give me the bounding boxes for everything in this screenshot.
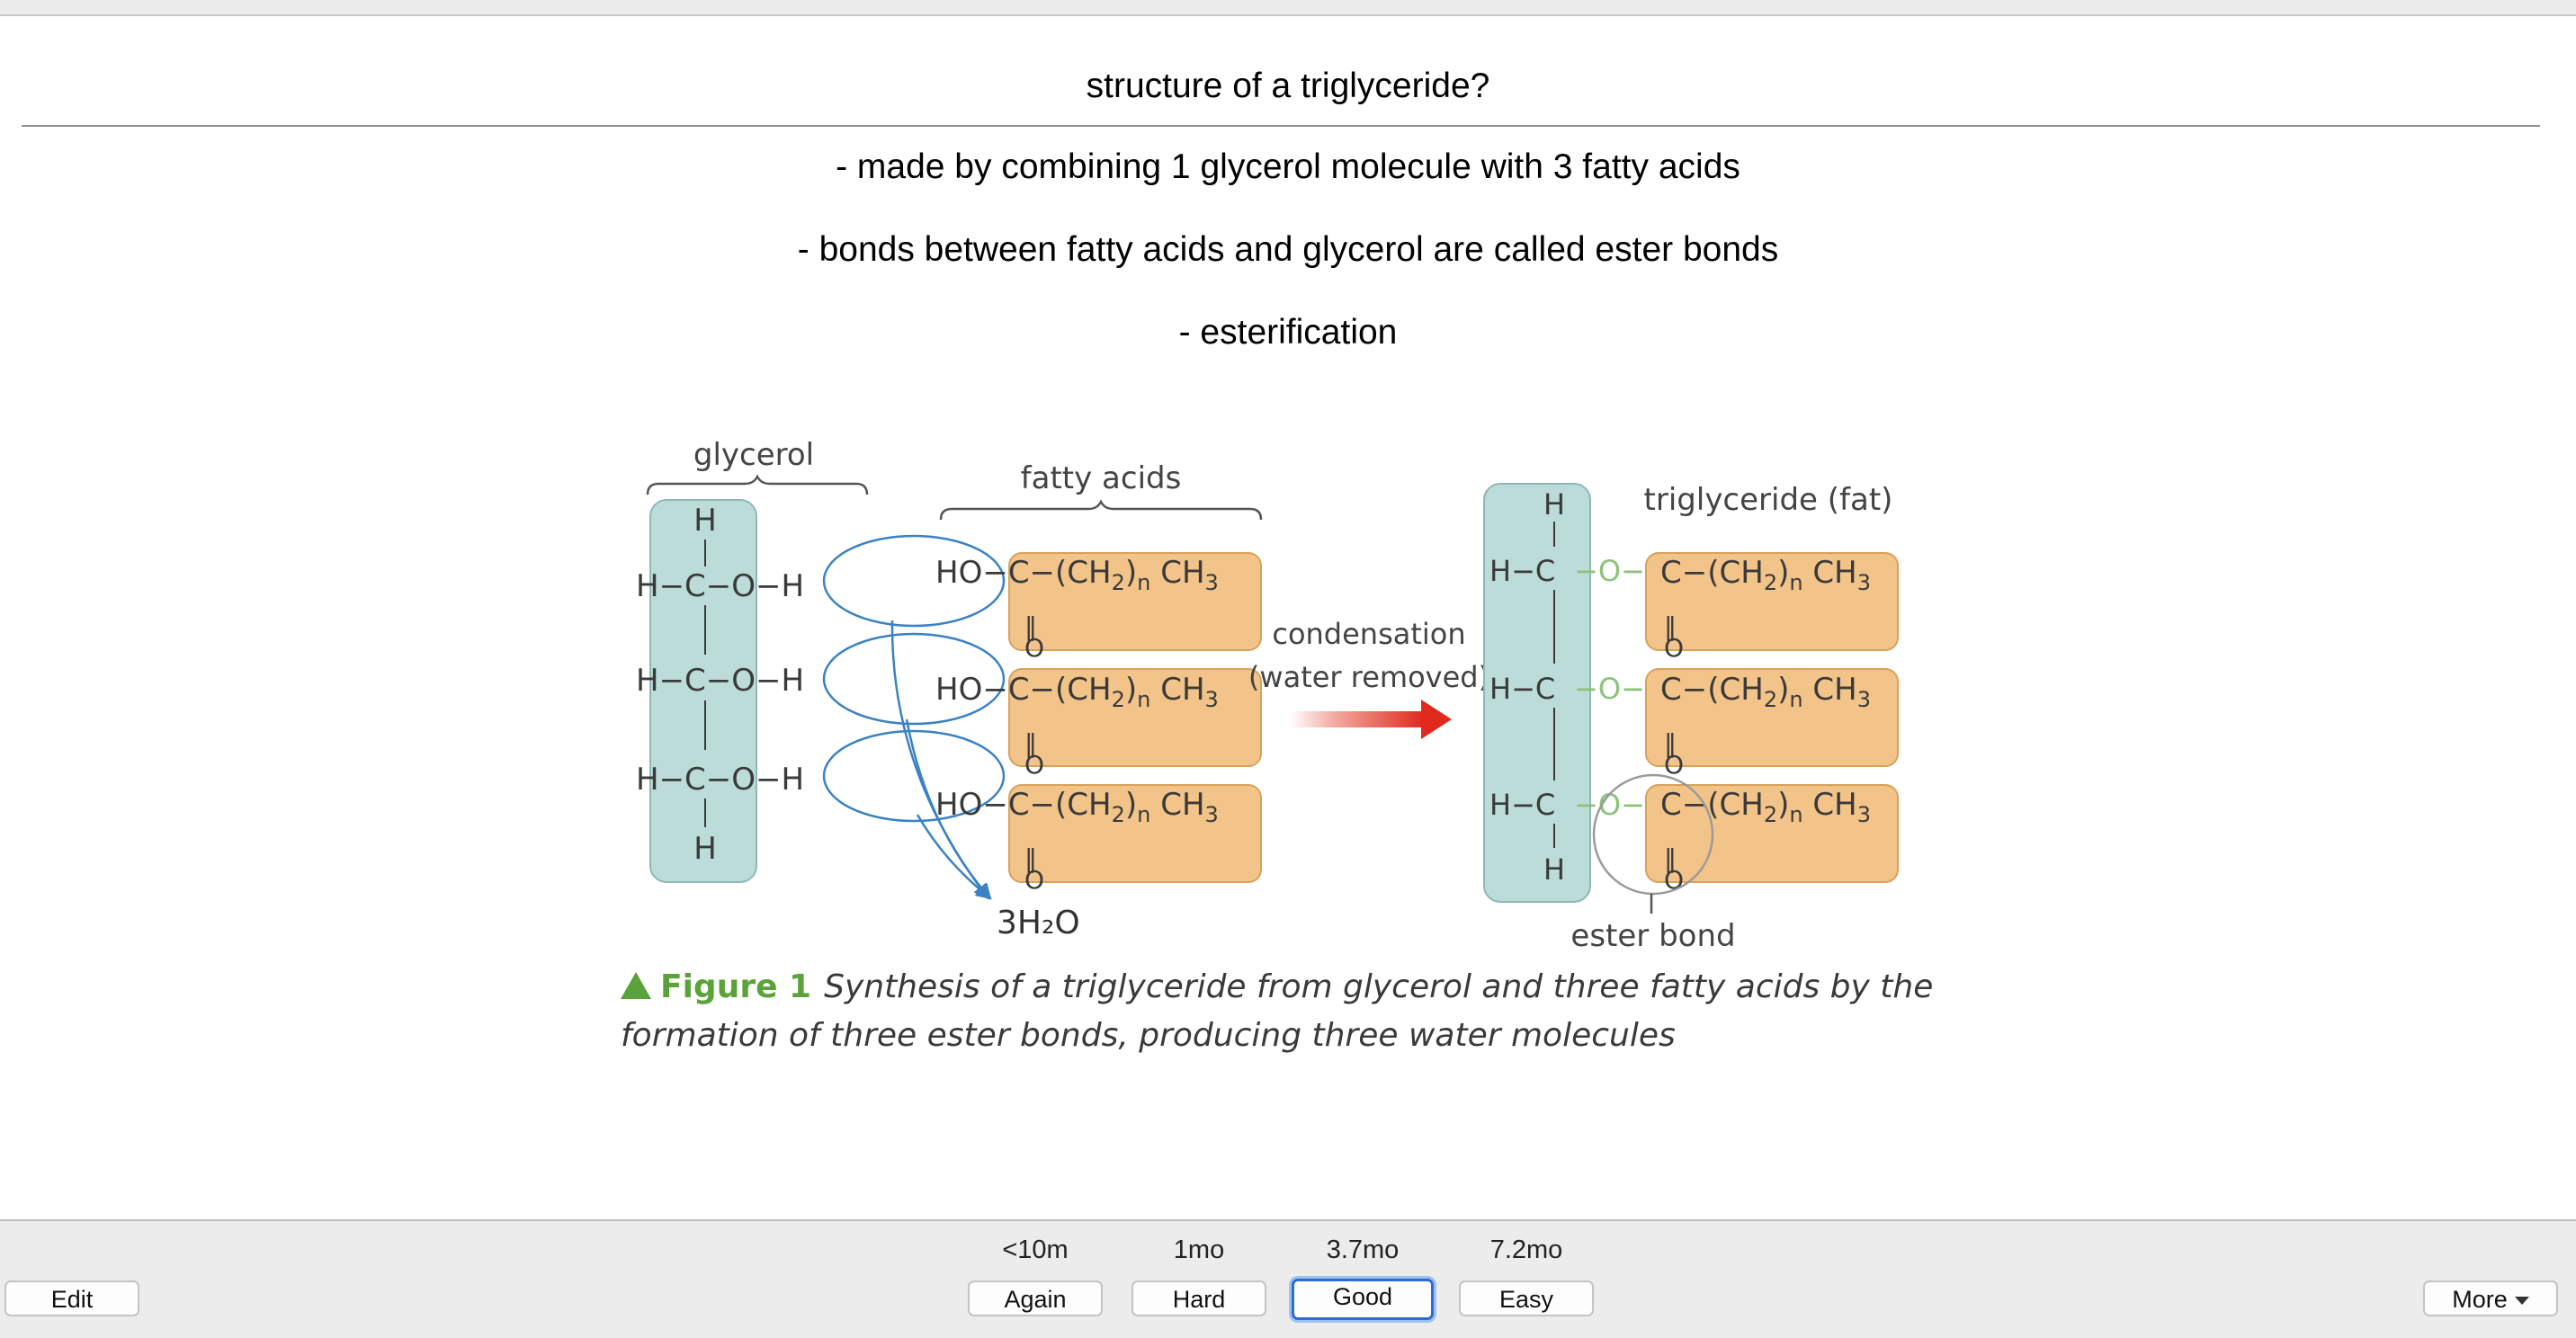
svg-text:O: O [1664, 750, 1684, 780]
svg-text:−O−: −O− [1574, 672, 1645, 706]
hard-button[interactable]: Hard [1131, 1280, 1266, 1316]
answer-line: - bonds between fatty acids and glycerol… [797, 230, 1779, 269]
again-interval: <10m [1002, 1235, 1069, 1264]
svg-text:H−C−O−H: H−C−O−H [636, 762, 804, 798]
triglyceride-figure: glycerol fatty acids triglyceride (fat) … [621, 394, 1952, 1077]
svg-text:HO−C−(CH2)n CH3: HO−C−(CH2)n CH3 [935, 555, 1219, 595]
svg-text:H: H [1543, 487, 1565, 522]
fatty-acid-boxes [1008, 552, 1262, 883]
svg-text:H−C: H−C [1489, 554, 1555, 588]
more-button-label: More [2452, 1286, 2508, 1313]
glycerol-structure: H H−C−O−H H−C−O−H H−C−O−H H [636, 503, 804, 867]
window-top-strip [0, 0, 2576, 16]
glycerol-box [649, 499, 757, 883]
svg-text:O: O [1024, 865, 1044, 895]
triglyceride-fatty-acid-boxes [1645, 552, 1899, 883]
svg-text:‖: ‖ [1664, 728, 1677, 758]
ester-bond-label: ester bond [1570, 918, 1735, 951]
svg-text:‖: ‖ [1664, 611, 1677, 641]
svg-text:O: O [1024, 750, 1044, 780]
glycerol-label: glycerol [693, 437, 814, 473]
glycerol-brace [646, 474, 869, 495]
good-interval: 3.7mo [1326, 1235, 1400, 1264]
water-ellipses [822, 534, 1006, 900]
svg-text:−O−: −O− [1574, 554, 1645, 588]
triglyceride-diagram: glycerol fatty acids triglyceride (fat) … [636, 437, 1899, 951]
again-button[interactable]: Again [968, 1280, 1103, 1316]
ester-oxygen-links: −O− −O− −O− [1574, 554, 1645, 822]
triglyceride-label: triglyceride (fat) [1644, 482, 1893, 518]
more-button[interactable]: More [2423, 1280, 2558, 1316]
water-label: 3H₂O [997, 905, 1080, 941]
good-button[interactable]: Good [1292, 1279, 1434, 1320]
condensation-arrow-shaft [1290, 711, 1423, 727]
svg-text:H−C−O−H: H−C−O−H [636, 568, 804, 604]
figure-caption-text: Synthesis of a triglyceride from glycero… [621, 968, 1934, 1054]
svg-text:C−(CH2)n CH3: C−(CH2)n CH3 [1660, 555, 1871, 595]
ester-bond-circle [1592, 773, 1714, 896]
svg-text:H−C−O−H: H−C−O−H [636, 663, 804, 699]
svg-text:‖: ‖ [1024, 728, 1037, 758]
condensation-label: condensation [1272, 617, 1465, 651]
easy-interval: 7.2mo [1489, 1235, 1563, 1264]
answer-divider [22, 125, 2540, 127]
fatty-acids-brace [939, 499, 1263, 521]
svg-text:H: H [693, 503, 717, 539]
condensation-arrow-head [1421, 700, 1452, 739]
review-bar: Edit <10m 1mo 3.7mo 7.2mo Again Hard Goo… [0, 1219, 2576, 1338]
triglyceride-glycerol-box [1483, 483, 1591, 903]
edit-button[interactable]: Edit [4, 1280, 139, 1316]
triangle-icon [621, 972, 651, 999]
answer-line: - esterification [1178, 313, 1398, 352]
chevron-down-icon [2514, 1297, 2529, 1305]
water-removed-label: (water removed) [1248, 660, 1489, 694]
svg-text:H−C: H−C [1489, 788, 1555, 822]
svg-text:H: H [1543, 852, 1565, 887]
svg-text:HO−C−(CH2)n CH3: HO−C−(CH2)n CH3 [935, 672, 1219, 712]
svg-text:HO−C−(CH2)n CH3: HO−C−(CH2)n CH3 [935, 787, 1219, 827]
figure-label: Figure 1 [660, 968, 812, 1005]
svg-text:‖: ‖ [1024, 843, 1037, 873]
answer-line: - made by combining 1 glycerol molecule … [836, 147, 1740, 186]
svg-text:H: H [693, 831, 717, 867]
svg-text:H−C: H−C [1489, 672, 1555, 706]
svg-text:O: O [1664, 633, 1684, 663]
svg-text:‖: ‖ [1664, 843, 1677, 873]
fatty-acids-label: fatty acids [1021, 460, 1182, 496]
card-area: structure of a triglyceride? - made by c… [0, 16, 2576, 1219]
question-text: structure of a triglyceride? [1086, 67, 1490, 105]
easy-button[interactable]: Easy [1459, 1280, 1594, 1316]
svg-text:‖: ‖ [1024, 611, 1037, 641]
triglyceride-backbone: H H−C H−C H−C H [1489, 487, 1565, 887]
svg-text:O: O [1024, 633, 1044, 663]
hard-interval: 1mo [1173, 1235, 1225, 1264]
fatty-acid-formulas: HO−C−(CH2)n CH3 ‖O HO−C−(CH2)n CH3 ‖O HO… [935, 555, 1219, 895]
